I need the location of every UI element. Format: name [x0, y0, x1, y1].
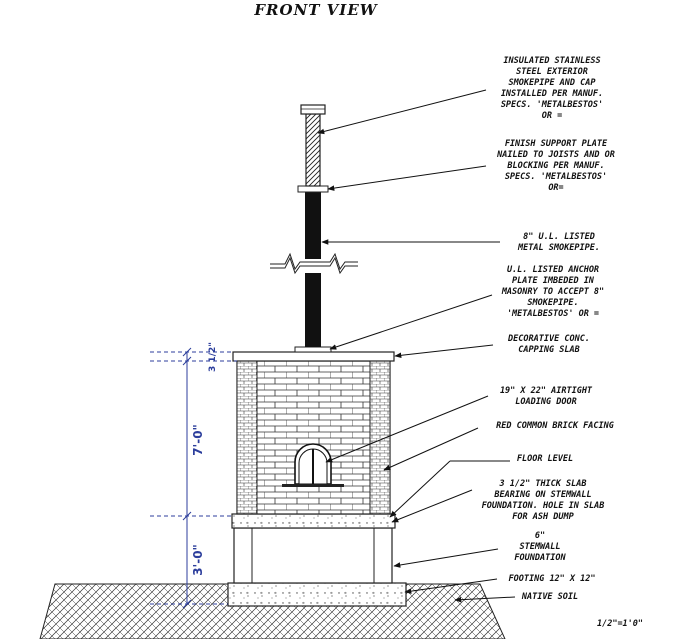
support-plate [297, 185, 329, 193]
callout-anchor-plate-line: U.L. LISTED ANCHOR [507, 265, 599, 275]
callout-footing: FOOTING 12" X 12" [509, 574, 596, 584]
dimension-lines [150, 347, 237, 609]
callout-cap-line: SPECS. 'METALBESTOS' [501, 100, 603, 110]
callout-brick-facing-line: RED COMMON BRICK FACING [496, 421, 614, 431]
callout-soil: NATIVE SOIL [521, 592, 578, 602]
callout-slab-line: BEARING ON STEMWALL [493, 490, 591, 500]
brick-chimney [236, 360, 391, 515]
capping-slab [232, 351, 395, 362]
callout-smokepipe-line: 8" U.L. LISTED [523, 232, 595, 242]
callout-slab-line: FOR ASH DUMP [512, 512, 574, 522]
callout-brick-facing: RED COMMON BRICK FACING [496, 421, 614, 431]
break-symbol [270, 252, 358, 275]
callout-stemwall-line: 6" [535, 531, 545, 541]
anchor-plate [294, 346, 332, 353]
leader-lines [317, 89, 516, 603]
callout-support-plate-line: BLOCKING PER MANUF. [506, 161, 604, 171]
callout-anchor-plate-line: MASONRY TO ACCEPT 8" [501, 287, 604, 297]
stemwall-foundation [233, 527, 393, 584]
callout-capping-slab: DECORATIVE CONC.CAPPING SLAB [507, 334, 590, 355]
callout-cap-line: SMOKEPIPE AND CAP [509, 78, 597, 88]
callout-support-plate-line: SPECS. 'METALBESTOS' [505, 172, 607, 182]
callout-footing-line: FOOTING 12" X 12" [509, 574, 596, 584]
callout-support-plate-line: NAILED TO JOISTS AND OR [496, 150, 615, 160]
callout-smokepipe-line: METAL SMOKEPIPE. [517, 243, 600, 253]
callout-stemwall-line: FOUNDATION [514, 553, 566, 563]
foundation-height-dimension: 3'-0" [191, 544, 205, 576]
floor-slab [231, 513, 396, 529]
insulated-smokepipe [300, 104, 326, 187]
scale-note: 1/2"=1'0" [597, 619, 643, 629]
callout-floor-level-line: FLOOR LEVEL [517, 454, 573, 464]
callout-cap-line: OR = [542, 111, 562, 121]
callout-loading-door-line: 19" X 22" AIRTIGHT [500, 386, 593, 396]
callout-loading-door-line: LOADING DOOR [515, 397, 576, 407]
callout-capping-slab-line: CAPPING SLAB [518, 345, 579, 355]
cap-height-dimension: 3 1/2" [208, 342, 218, 372]
drawing-title: FRONT VIEW [253, 1, 378, 19]
callout-capping-slab-line: DECORATIVE CONC. [507, 334, 590, 344]
callout-cap-line: INSULATED STAINLESS [503, 56, 600, 66]
callout-soil-line: NATIVE SOIL [521, 592, 578, 602]
callout-anchor-plate-line: SMOKEPIPE. [527, 298, 578, 308]
callout-slab-line: 3 1/2" THICK SLAB [499, 479, 587, 489]
callout-anchor-plate-line: PLATE IMBEDED IN [512, 276, 595, 286]
footing [227, 582, 407, 607]
callout-cap-line: STEEL EXTERIOR [516, 67, 588, 77]
callout-floor-level: FLOOR LEVEL [517, 454, 573, 464]
callout-stemwall-line: STEMWALL [520, 542, 561, 552]
callout-slab-line: FOUNDATION. HOLE IN SLAB [482, 501, 605, 511]
callout-support-plate-line: OR= [548, 183, 563, 193]
chimney-height-dimension: 7'-0" [191, 424, 205, 456]
callout-anchor-plate-line: 'METALBESTOS' OR = [507, 309, 599, 319]
callout-cap-line: INSTALLED PER MANUF. [501, 89, 603, 99]
callout-support-plate-line: FINISH SUPPORT PLATE [505, 139, 608, 149]
